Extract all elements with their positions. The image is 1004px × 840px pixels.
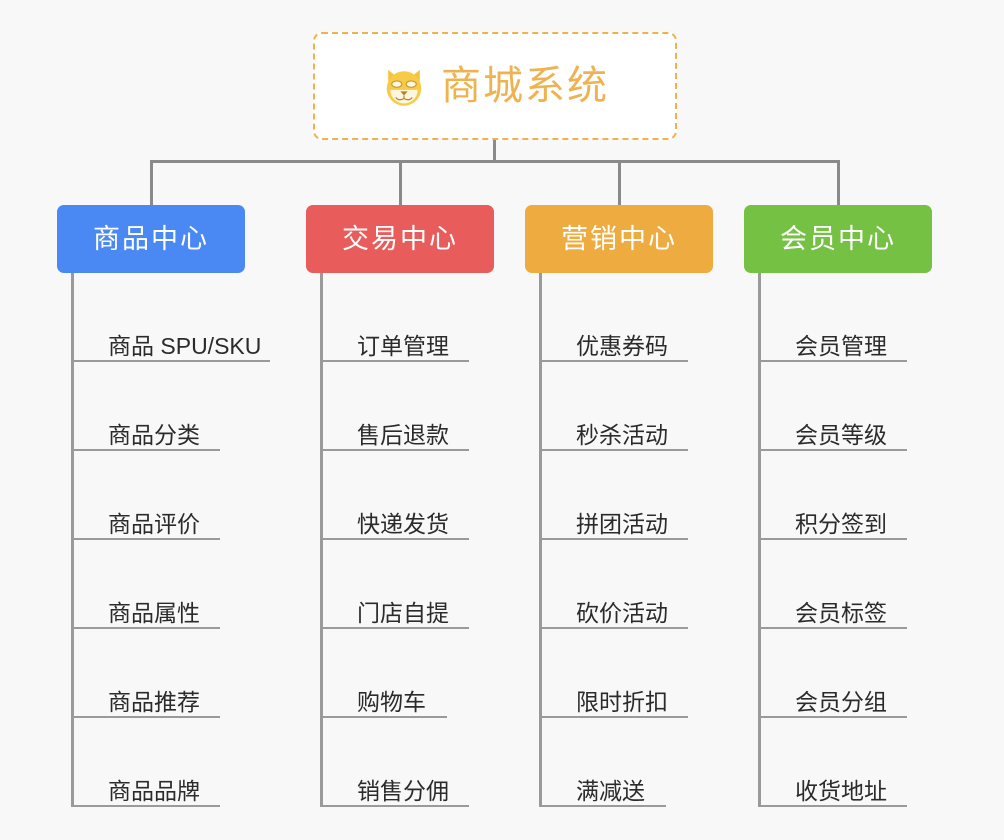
leaf-item-label: 商品属性	[108, 599, 200, 626]
leaf-item-label: 砍价活动	[576, 599, 668, 626]
category-title: 营销中心	[561, 223, 677, 254]
leaf-item-label: 满减送	[576, 777, 645, 804]
leaf-item[interactable]: 订单管理	[323, 273, 494, 362]
leaf-item[interactable]: 商品 SPU/SKU	[74, 273, 270, 362]
leaf-item-label: 商品推荐	[108, 688, 200, 715]
connector-root-stem	[493, 140, 496, 162]
leaf-item[interactable]: 商品推荐	[74, 629, 245, 718]
leaf-list-trade-center: 订单管理售后退款快递发货门店自提购物车销售分佣	[320, 273, 494, 807]
leaf-item[interactable]: 满减送	[542, 718, 713, 807]
leaf-item-label: 拼团活动	[576, 510, 668, 537]
leaf-item[interactable]: 商品属性	[74, 540, 245, 629]
column-product-center: 商品中心商品 SPU/SKU 商品分类商品评价商品属性商品推荐商品品牌	[57, 205, 270, 807]
leaf-item[interactable]: 拼团活动	[542, 451, 713, 540]
leaf-item-label: 订单管理	[357, 332, 449, 359]
leaf-item-label: 秒杀活动	[576, 421, 668, 448]
connector-horizontal-bus	[150, 160, 840, 163]
leaf-item[interactable]: 收货地址	[761, 718, 932, 807]
leaf-item[interactable]: 快递发货	[323, 451, 494, 540]
leaf-list-marketing-center: 优惠券码秒杀活动拼团活动砍价活动限时折扣满减送	[539, 273, 713, 807]
connector-drop-marketing-center	[618, 160, 621, 206]
leaf-item-label: 优惠券码	[576, 332, 668, 359]
leaf-item[interactable]: 会员分组	[761, 629, 932, 718]
connector-drop-member-center	[837, 160, 840, 206]
leaf-item[interactable]: 秒杀活动	[542, 362, 713, 451]
leaf-item-label: 快递发货	[357, 510, 449, 537]
leaf-item-label: 销售分佣	[357, 777, 449, 804]
leaf-item[interactable]: 门店自提	[323, 540, 494, 629]
leaf-item[interactable]: 限时折扣	[542, 629, 713, 718]
leaf-item-label: 售后退款	[357, 421, 449, 448]
column-member-center: 会员中心会员管理会员等级积分签到会员标签会员分组收货地址	[744, 205, 932, 807]
leaf-item[interactable]: 会员管理	[761, 273, 932, 362]
leaf-item[interactable]: 会员标签	[761, 540, 932, 629]
column-trade-center: 交易中心订单管理售后退款快递发货门店自提购物车销售分佣	[306, 205, 494, 807]
category-title: 商品中心	[93, 223, 209, 254]
leaf-item-label: 购物车	[357, 688, 426, 715]
root-node[interactable]: 商城系统	[313, 32, 677, 140]
leaf-item[interactable]: 商品评价	[74, 451, 245, 540]
leaf-item-label: 商品品牌	[108, 777, 200, 804]
category-box-marketing-center[interactable]: 营销中心	[525, 205, 713, 273]
leaf-item[interactable]: 积分签到	[761, 451, 932, 540]
category-box-member-center[interactable]: 会员中心	[744, 205, 932, 273]
leaf-item[interactable]: 砍价活动	[542, 540, 713, 629]
leaf-item-label: 会员管理	[795, 332, 887, 359]
category-box-trade-center[interactable]: 交易中心	[306, 205, 494, 273]
leaf-item-label: 会员分组	[795, 688, 887, 715]
category-title: 交易中心	[342, 223, 458, 254]
leaf-item-label: 商品 SPU/SKU	[108, 332, 262, 359]
leaf-list-member-center: 会员管理会员等级积分签到会员标签会员分组收货地址	[758, 273, 932, 807]
leaf-item-label: 限时折扣	[576, 688, 668, 715]
leaf-item-label: 会员等级	[795, 421, 887, 448]
leaf-item[interactable]: 商品品牌	[74, 718, 245, 807]
leaf-item-label: 商品评价	[108, 510, 200, 537]
connector-drop-product-center	[150, 160, 153, 206]
root-title: 商城系统	[441, 64, 609, 108]
leaf-item[interactable]: 购物车	[323, 629, 494, 718]
category-box-product-center[interactable]: 商品中心	[57, 205, 245, 273]
leaf-item-label: 门店自提	[357, 599, 449, 626]
leaf-item[interactable]: 售后退款	[323, 362, 494, 451]
leaf-item[interactable]: 商品分类	[74, 362, 245, 451]
leaf-item[interactable]: 优惠券码	[542, 273, 713, 362]
leaf-item-label: 商品分类	[108, 421, 200, 448]
dog-face-icon	[386, 69, 422, 109]
connector-drop-trade-center	[399, 160, 402, 206]
leaf-list-product-center: 商品 SPU/SKU 商品分类商品评价商品属性商品推荐商品品牌	[71, 273, 270, 807]
leaf-item-label: 积分签到	[795, 510, 887, 537]
leaf-item-label: 会员标签	[795, 599, 887, 626]
category-title: 会员中心	[780, 223, 896, 254]
leaf-item[interactable]: 销售分佣	[323, 718, 494, 807]
column-marketing-center: 营销中心优惠券码秒杀活动拼团活动砍价活动限时折扣满减送	[525, 205, 713, 807]
leaf-item[interactable]: 会员等级	[761, 362, 932, 451]
leaf-item-label: 收货地址	[795, 777, 887, 804]
